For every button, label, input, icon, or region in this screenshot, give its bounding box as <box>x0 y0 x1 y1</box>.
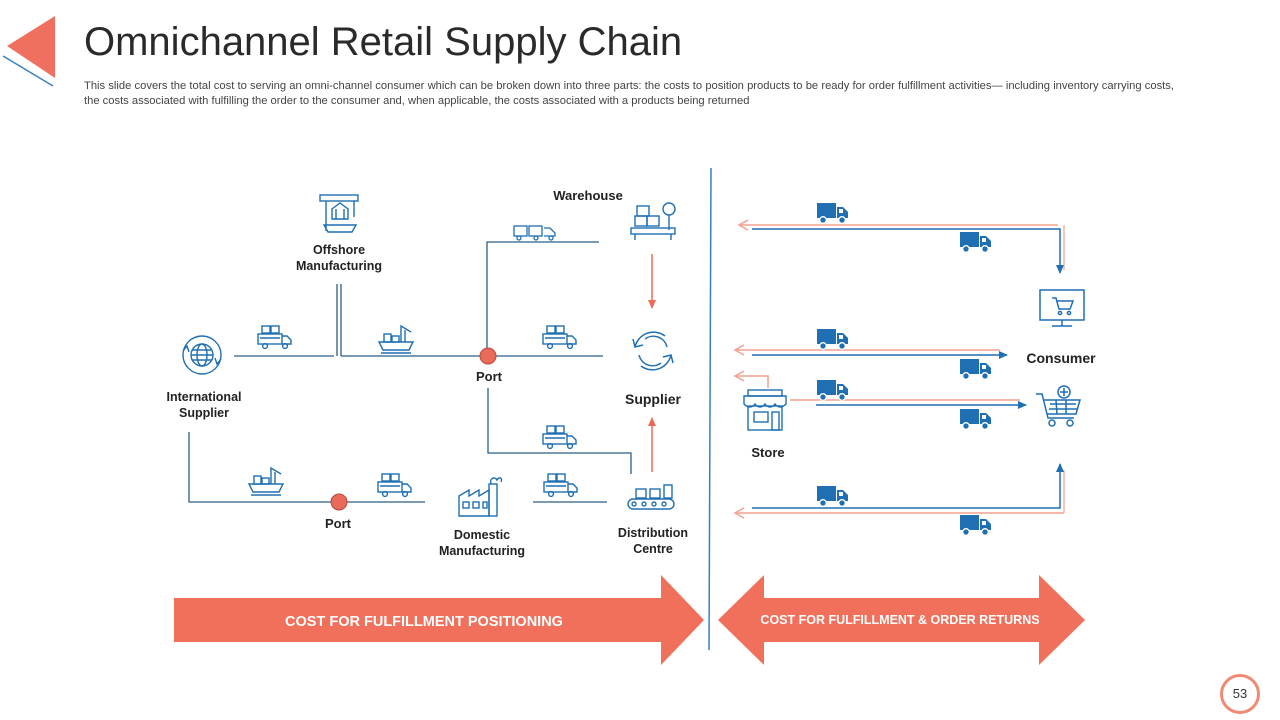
delivery-truck-icon <box>816 202 849 224</box>
page-description: This slide covers the total cost to serv… <box>84 80 1174 107</box>
truck-loaded-icon <box>542 325 577 350</box>
truck-loaded-icon <box>542 425 577 450</box>
fulfillment-returns-banner <box>718 575 1085 665</box>
warehouse-icon <box>630 202 676 240</box>
consumer-label: Consumer <box>1026 350 1096 366</box>
port-upper-label: Port <box>476 369 502 384</box>
store-label: Store <box>751 445 785 460</box>
supply-network-lines <box>188 241 632 503</box>
fulfillment-returns-text: COST FOR FULFILLMENT & ORDER RETURNS <box>760 613 1040 627</box>
trucks-convoy-icon <box>513 225 556 241</box>
store-icon <box>743 389 787 431</box>
ship-icon <box>378 325 414 354</box>
shopping-cart-icon <box>1036 385 1081 427</box>
supplier-label: Supplier <box>624 391 681 407</box>
fulfillment-positioning-banner <box>174 575 704 665</box>
top-delivery-line <box>752 228 1064 274</box>
international-supplier-label: International Supplier <box>166 390 242 420</box>
delivery-truck-icon <box>959 358 992 380</box>
page-title: Omnichannel Retail Supply Chain <box>84 20 683 64</box>
offshore-manufacturing-label: Offshore Manufacturing <box>295 243 383 273</box>
store-return-arrow <box>733 370 769 388</box>
domestic-manufacturing-label: Domestic Manufacturing <box>438 528 526 558</box>
ship-icon <box>248 467 284 496</box>
delivery-truck-icon <box>959 408 992 430</box>
globe-icon <box>182 335 222 375</box>
recycle-icon <box>632 331 674 371</box>
distribution-centre-label: Distribution Centre <box>617 526 689 556</box>
port-upper-dot <box>479 347 497 365</box>
page-number: 53 <box>1220 674 1260 714</box>
delivery-truck-icon <box>959 231 992 253</box>
back-triangle-icon[interactable] <box>2 16 55 87</box>
delivery-truck-icon <box>816 379 849 401</box>
delivery-truck-icon <box>959 514 992 536</box>
delivery-truck-icon <box>816 485 849 507</box>
delivery-truck-icon <box>816 328 849 350</box>
factory-icon <box>458 477 503 517</box>
monitor-cart-icon <box>1039 289 1085 327</box>
warehouse-label: Warehouse <box>553 188 623 203</box>
section-divider <box>708 167 712 651</box>
bottom-delivery-line <box>752 463 1064 509</box>
conveyor-icon <box>627 484 675 510</box>
truck-loaded-icon <box>257 325 292 350</box>
truck-loaded-icon <box>543 473 578 498</box>
factory-crane-icon <box>319 194 359 233</box>
port-lower-dot <box>330 493 348 511</box>
fulfillment-positioning-text: COST FOR FULFILLMENT POSITIONING <box>285 614 563 630</box>
port-lower-label: Port <box>325 516 351 531</box>
truck-loaded-icon <box>377 473 412 498</box>
